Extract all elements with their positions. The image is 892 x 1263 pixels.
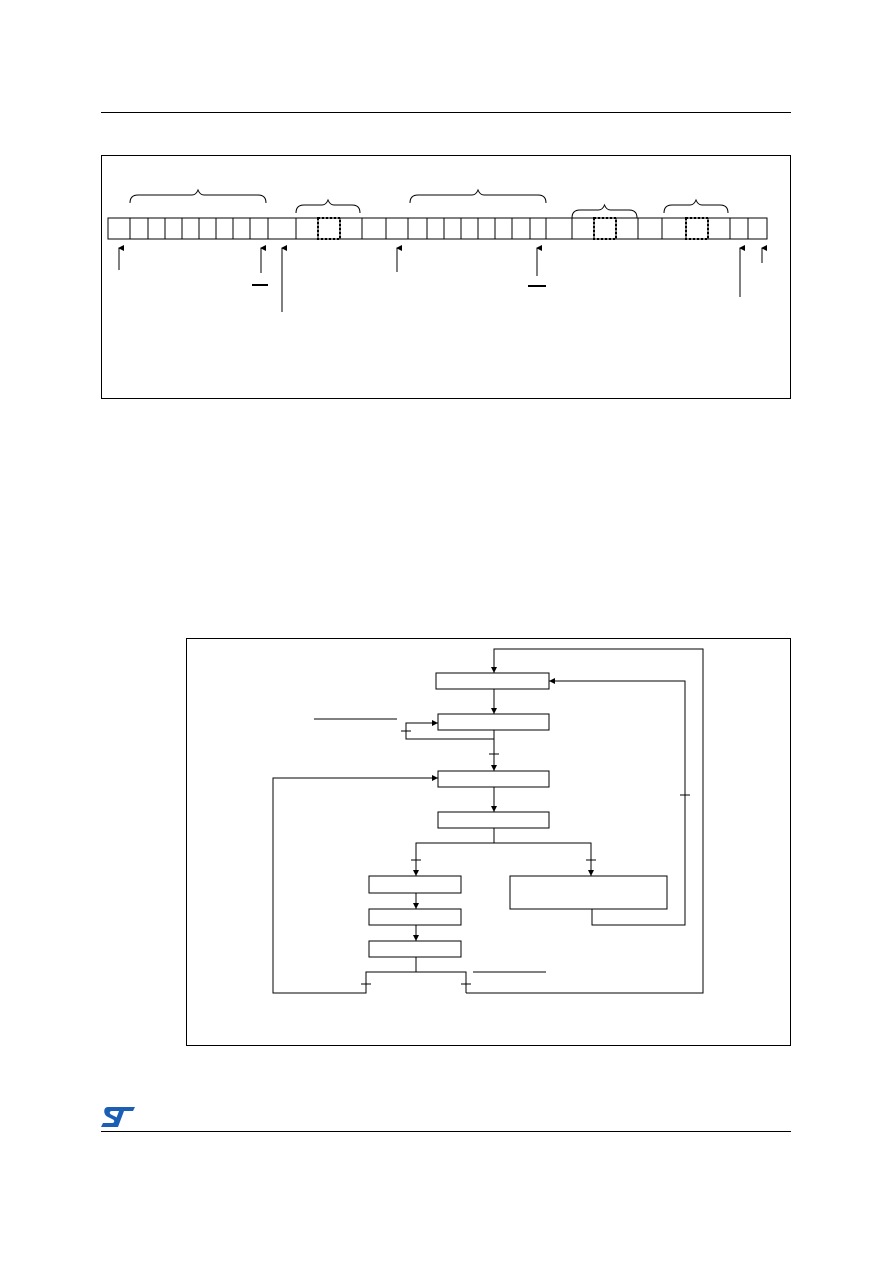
- bit-cell: [107, 217, 131, 240]
- bit-cell: [129, 217, 149, 240]
- dashed-bit-cell: [317, 217, 341, 240]
- bit-pointers: [118, 245, 767, 312]
- bit-cell: [407, 217, 428, 240]
- header-rule: [101, 112, 791, 113]
- bit-cell: [443, 217, 462, 240]
- dashed-bit-cell: [685, 217, 709, 240]
- bit-cell: [317, 217, 341, 240]
- dashed-cells: [317, 217, 709, 240]
- bit-cell: [249, 217, 269, 240]
- bit-cell: [545, 217, 573, 240]
- dashed-bit-cell: [593, 217, 617, 240]
- bit-cell: [232, 217, 251, 240]
- bit-cell: [529, 217, 547, 240]
- bit-cell: [147, 217, 166, 240]
- bit-cell: [339, 217, 363, 240]
- bit-cell: [295, 217, 319, 240]
- field-brace: [663, 198, 729, 214]
- bit-cell: [707, 217, 731, 240]
- bit-cell: [215, 217, 234, 240]
- st-logo-icon: [101, 1107, 135, 1127]
- field-brace: [409, 188, 547, 204]
- bit-cell: [426, 217, 445, 240]
- bit-cell: [477, 217, 496, 240]
- bit-cell: [460, 217, 479, 240]
- bit-cell: [385, 217, 409, 240]
- bit-cell: [198, 217, 217, 240]
- bit-cell: [361, 217, 387, 240]
- bit-cell: [494, 217, 513, 240]
- footer-rule: [101, 1131, 791, 1132]
- field-braces: [129, 188, 729, 219]
- bit-cell: [637, 217, 663, 240]
- bit-cell: [685, 217, 709, 240]
- field-brace: [129, 188, 267, 204]
- bit-cell: [615, 217, 639, 240]
- bit-cell: [571, 217, 595, 240]
- field-brace: [571, 203, 638, 219]
- bit-cell: [729, 217, 749, 240]
- bit-cell: [267, 217, 297, 240]
- bit-cell: [747, 217, 768, 240]
- bit-cell: [593, 217, 617, 240]
- bit-cell: [181, 217, 200, 240]
- bit-cell: [511, 217, 531, 240]
- bit-sequence-frame: [101, 155, 791, 399]
- field-brace: [295, 198, 361, 214]
- bit-sequence-diagram: [107, 188, 768, 312]
- flowchart-frame: [186, 638, 791, 1046]
- bit-cell: [164, 217, 183, 240]
- bit-cell: [661, 217, 687, 240]
- bit-cells: [107, 217, 768, 240]
